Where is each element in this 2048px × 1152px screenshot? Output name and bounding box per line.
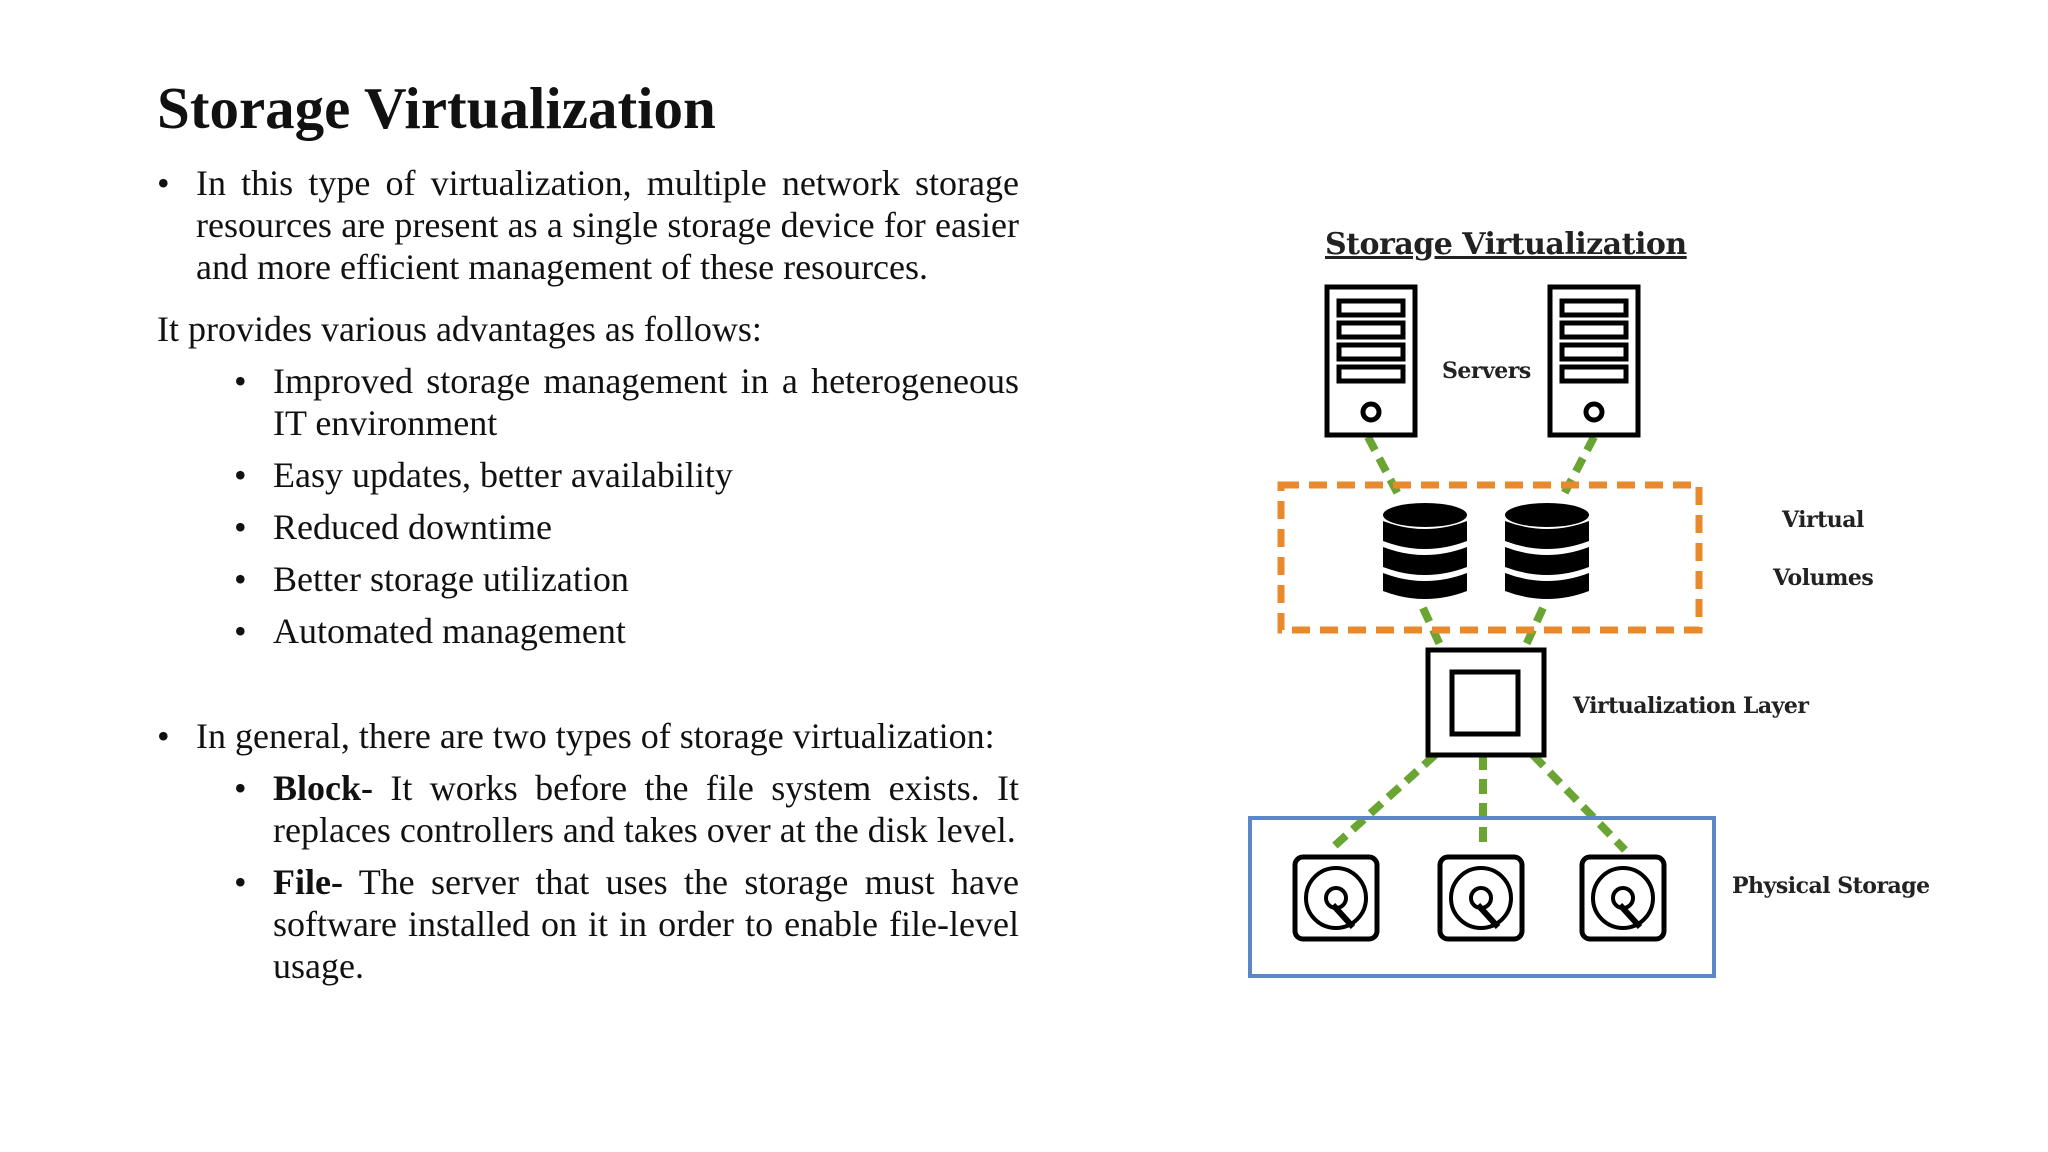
advantage-item: • Reduced downtime bbox=[234, 506, 1019, 548]
advantage-item: • Automated management bbox=[234, 610, 1019, 652]
server-icon bbox=[1324, 284, 1418, 438]
bullet-dot: • bbox=[234, 768, 247, 808]
advantage-item: • Improved storage management in a heter… bbox=[234, 360, 1019, 444]
volumes-label: Volumes bbox=[1773, 565, 1874, 591]
bullet-dot: • bbox=[157, 163, 170, 203]
type-item-file: • File- The server that uses the storage… bbox=[234, 861, 1019, 987]
types-text: In general, there are two types of stora… bbox=[196, 716, 995, 756]
type-name: File- bbox=[273, 862, 343, 902]
physical-storage-box bbox=[1248, 816, 1716, 978]
intro-text: In this type of virtualization, multiple… bbox=[196, 163, 1019, 287]
bullet-dot: • bbox=[234, 559, 247, 599]
diagram-graphic bbox=[1248, 284, 1716, 978]
connector-lines bbox=[1327, 435, 1628, 853]
slide-title: Storage Virtualization bbox=[157, 75, 716, 141]
advantage-text: Automated management bbox=[273, 611, 626, 651]
virtual-volumes-box bbox=[1277, 481, 1703, 634]
hard-disk-icon bbox=[1437, 854, 1525, 942]
advantage-text: Easy updates, better availability bbox=[273, 455, 733, 495]
advantage-text: Improved storage management in a heterog… bbox=[273, 361, 1019, 443]
bullet-dot: • bbox=[234, 862, 247, 902]
bullet-dot: • bbox=[234, 611, 247, 651]
storage-virtualization-diagram: Storage Virtualization Servers Virtual V… bbox=[1240, 215, 1940, 1015]
type-desc: It works before the file system exists. … bbox=[273, 768, 1019, 850]
type-desc: The server that uses the storage must ha… bbox=[273, 862, 1019, 986]
hard-disk-icon bbox=[1292, 854, 1380, 942]
advantage-item: • Easy updates, better availability bbox=[234, 454, 1019, 496]
virtualization-layer-label: Virtualization Layer bbox=[1573, 693, 1809, 719]
bullet-dot: • bbox=[157, 716, 170, 756]
type-name: Block- bbox=[273, 768, 374, 808]
diagram-title: Storage Virtualization bbox=[1325, 227, 1687, 262]
advantage-text: Reduced downtime bbox=[273, 507, 552, 547]
advantages-lead: It provides various advantages as follow… bbox=[157, 309, 762, 349]
bullet-dot: • bbox=[234, 361, 247, 401]
virtualization-layer-icon bbox=[1425, 647, 1547, 758]
hard-disk-icon bbox=[1579, 854, 1667, 942]
database-icon bbox=[1505, 503, 1589, 599]
server-icon bbox=[1547, 284, 1641, 438]
servers-label: Servers bbox=[1442, 358, 1531, 384]
bullet-dot: • bbox=[234, 507, 247, 547]
intro-bullet: • In this type of virtualization, multip… bbox=[157, 162, 1019, 288]
text-column: • In this type of virtualization, multip… bbox=[157, 162, 1019, 987]
types-bullet: • In general, there are two types of sto… bbox=[157, 715, 1019, 757]
physical-storage-label: Physical Storage bbox=[1732, 873, 1930, 899]
advantage-item: • Better storage utilization bbox=[234, 558, 1019, 600]
advantage-text: Better storage utilization bbox=[273, 559, 629, 599]
database-icon bbox=[1383, 503, 1467, 599]
bullet-dot: • bbox=[234, 455, 247, 495]
virtual-label: Virtual bbox=[1782, 507, 1864, 533]
type-item-block: • Block- It works before the file system… bbox=[234, 767, 1019, 851]
